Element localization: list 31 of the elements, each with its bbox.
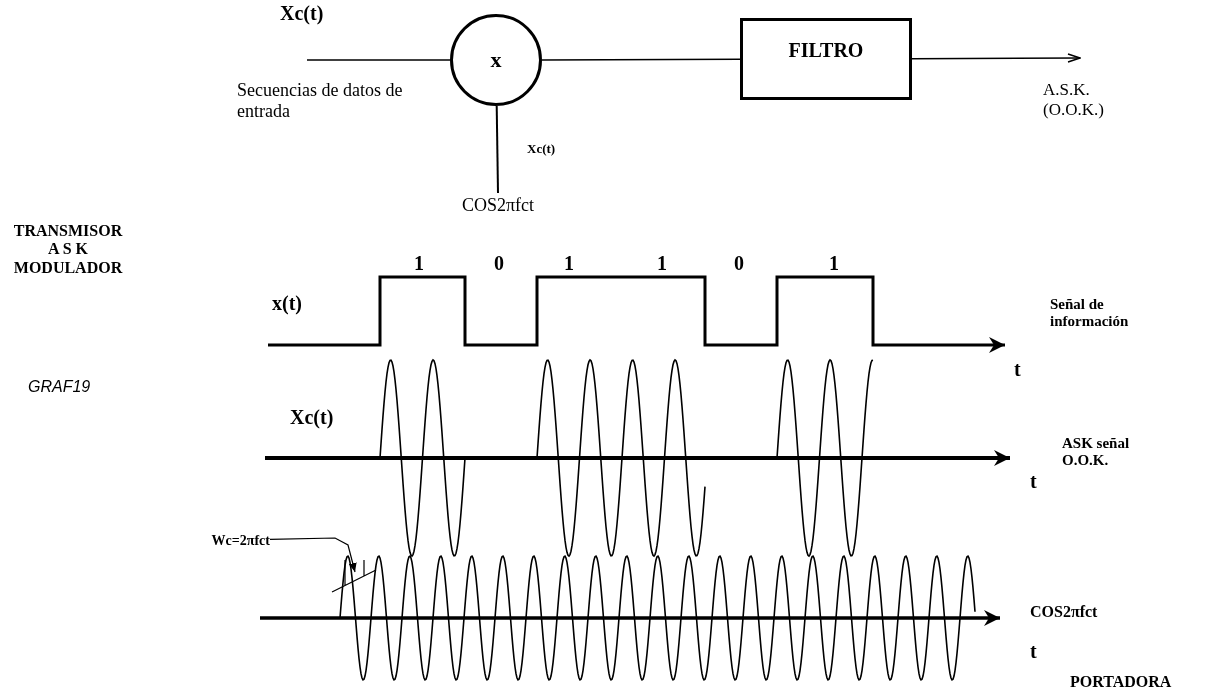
signal-caption: Señal de información <box>1050 296 1130 331</box>
block-title: TRANSMISOR A S K MODULADOR <box>12 222 124 278</box>
bit-value: 1 <box>564 252 574 275</box>
bit-value: 1 <box>829 252 839 275</box>
carrier-formula: COS2πfct <box>1030 603 1098 622</box>
bit-value: 1 <box>657 252 667 275</box>
signal-caption: ASK señal O.O.K. <box>1062 435 1131 470</box>
signal-caption: PORTADORA <box>1070 673 1172 692</box>
carrier-line <box>495 105 499 194</box>
input-line <box>306 59 451 61</box>
bit-value: 1 <box>414 252 424 275</box>
output-arrow <box>911 53 1081 63</box>
bit-value: 0 <box>494 252 504 275</box>
signal-label: Xc(t) <box>527 142 556 157</box>
leader-label: Wc=2πfct <box>130 530 270 552</box>
connector-line <box>541 58 741 61</box>
bit-value: 0 <box>734 252 744 275</box>
axis-label: t <box>1014 358 1021 381</box>
figure-number: GRAF19 <box>28 378 91 397</box>
signal-label: Xc(t) <box>290 406 334 429</box>
filter-box: FILTRO <box>740 18 912 100</box>
input-caption: Secuencias de datos de entrada <box>237 80 404 122</box>
leader-line <box>269 537 357 573</box>
signal-label: x(t) <box>272 292 302 315</box>
multiplier-circle: x <box>450 14 542 106</box>
output-caption: A.S.K. (O.O.K.) <box>1043 80 1105 120</box>
carrier-formula: COS2πfct <box>458 193 538 217</box>
axis-label: t <box>1030 470 1037 493</box>
axis-label: t <box>1030 640 1037 663</box>
signal-label: Xc(t) <box>280 2 324 25</box>
period-marker <box>331 559 377 593</box>
